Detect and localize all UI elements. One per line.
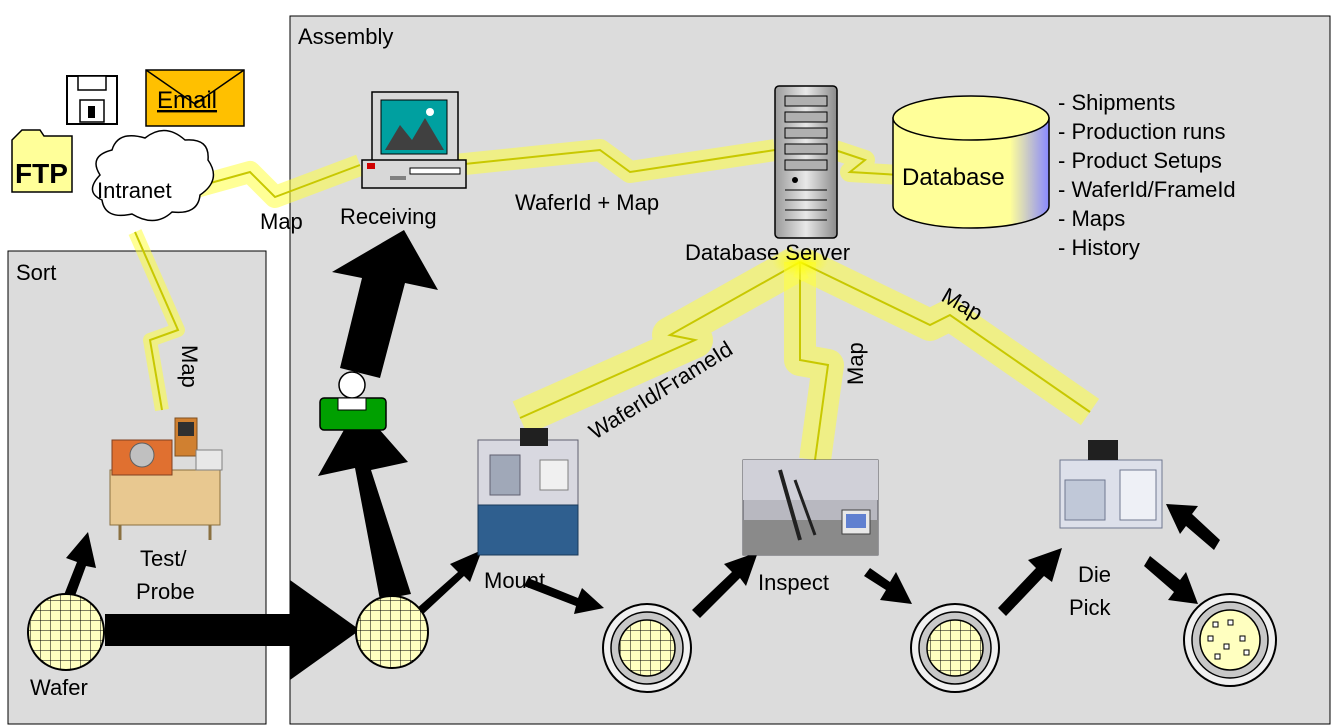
die-pick-label-line1: Die	[1078, 562, 1111, 587]
database-server-label: Database Server	[685, 240, 850, 265]
database-server-icon[interactable]	[774, 85, 838, 239]
server-glow	[772, 248, 828, 276]
flow-arrows	[62, 230, 1220, 680]
die-pick-label-line2: Pick	[1069, 595, 1112, 620]
arrow-wafer-to-operator	[318, 405, 411, 600]
list-item: - Maps	[1058, 206, 1125, 231]
arrow-diepick-to-wafer	[1144, 556, 1198, 604]
list-item: - WaferId/FrameId	[1058, 177, 1236, 202]
email-label: Email	[157, 87, 217, 114]
database-cylinder[interactable]: Database	[892, 95, 1050, 229]
inspect-station[interactable]	[742, 459, 879, 556]
database-contents-list: - Shipments - Production runs - Product …	[1058, 90, 1236, 260]
floppy-disk-icon	[66, 75, 118, 125]
list-item: - Shipments	[1058, 90, 1175, 115]
link-label-map-probe: Map	[177, 345, 202, 388]
mount-label: Mount	[484, 568, 545, 593]
arrow-wafer-to-diepick	[1166, 504, 1220, 550]
wafer-label: Wafer	[30, 675, 88, 700]
arrow-operator-to-receiving	[332, 230, 438, 378]
link-probe-intranet	[128, 229, 185, 412]
link-server-inspect	[784, 262, 844, 463]
database-label: Database	[902, 164, 1005, 191]
wafer-frame-after-diepick[interactable]	[1183, 593, 1277, 687]
link-intranet-receiving	[175, 154, 364, 208]
arrow-frame-to-inspect	[692, 552, 758, 618]
assembly-label: Assembly	[298, 24, 393, 49]
arrow-frame-to-diepick	[998, 548, 1062, 616]
arrow-mount-to-frame	[524, 578, 604, 614]
wafer-assembly-input[interactable]	[355, 595, 429, 669]
ftp-folder-icon: FTP	[11, 129, 73, 193]
test-probe-label-line2: Probe	[136, 579, 195, 604]
die-pick-machine[interactable]	[1059, 440, 1163, 529]
intranet-cloud[interactable]: Intranet	[91, 129, 215, 222]
wafer-frame-after-mount[interactable]	[602, 603, 692, 693]
list-item: - History	[1058, 235, 1140, 260]
inspect-label: Inspect	[758, 570, 829, 595]
link-label-map-receiving: Map	[260, 209, 303, 234]
ftp-label: FTP	[15, 158, 68, 189]
mount-machine[interactable]	[477, 428, 579, 556]
wafer-frame-after-inspect[interactable]	[910, 603, 1000, 693]
link-server-mount	[512, 246, 809, 435]
link-server-database	[831, 140, 901, 185]
intranet-label: Intranet	[97, 178, 172, 203]
receiving-computer-icon[interactable]	[361, 91, 467, 189]
test-probe-machine[interactable]	[109, 417, 223, 540]
test-probe-label-line1: Test/	[140, 546, 187, 571]
email-icon[interactable]: Email	[145, 69, 245, 127]
link-server-diepick	[793, 247, 1100, 426]
arrow-wafer-to-mount	[415, 550, 482, 616]
list-item: - Product Setups	[1058, 148, 1222, 173]
sort-label: Sort	[16, 260, 56, 285]
link-label-map-inspect: Map	[843, 342, 868, 385]
receiving-label: Receiving	[340, 204, 437, 229]
link-label-waferid-map: WaferId + Map	[515, 190, 659, 215]
operator-icon[interactable]	[319, 371, 387, 431]
arrow-inspect-to-frame	[864, 568, 912, 604]
wafer-sort[interactable]	[27, 593, 105, 671]
list-item: - Production runs	[1058, 119, 1226, 144]
link-receiving-server	[453, 139, 777, 183]
arrow-wafer-to-probe	[62, 532, 96, 604]
arrow-wafer-to-assembly	[105, 580, 360, 680]
